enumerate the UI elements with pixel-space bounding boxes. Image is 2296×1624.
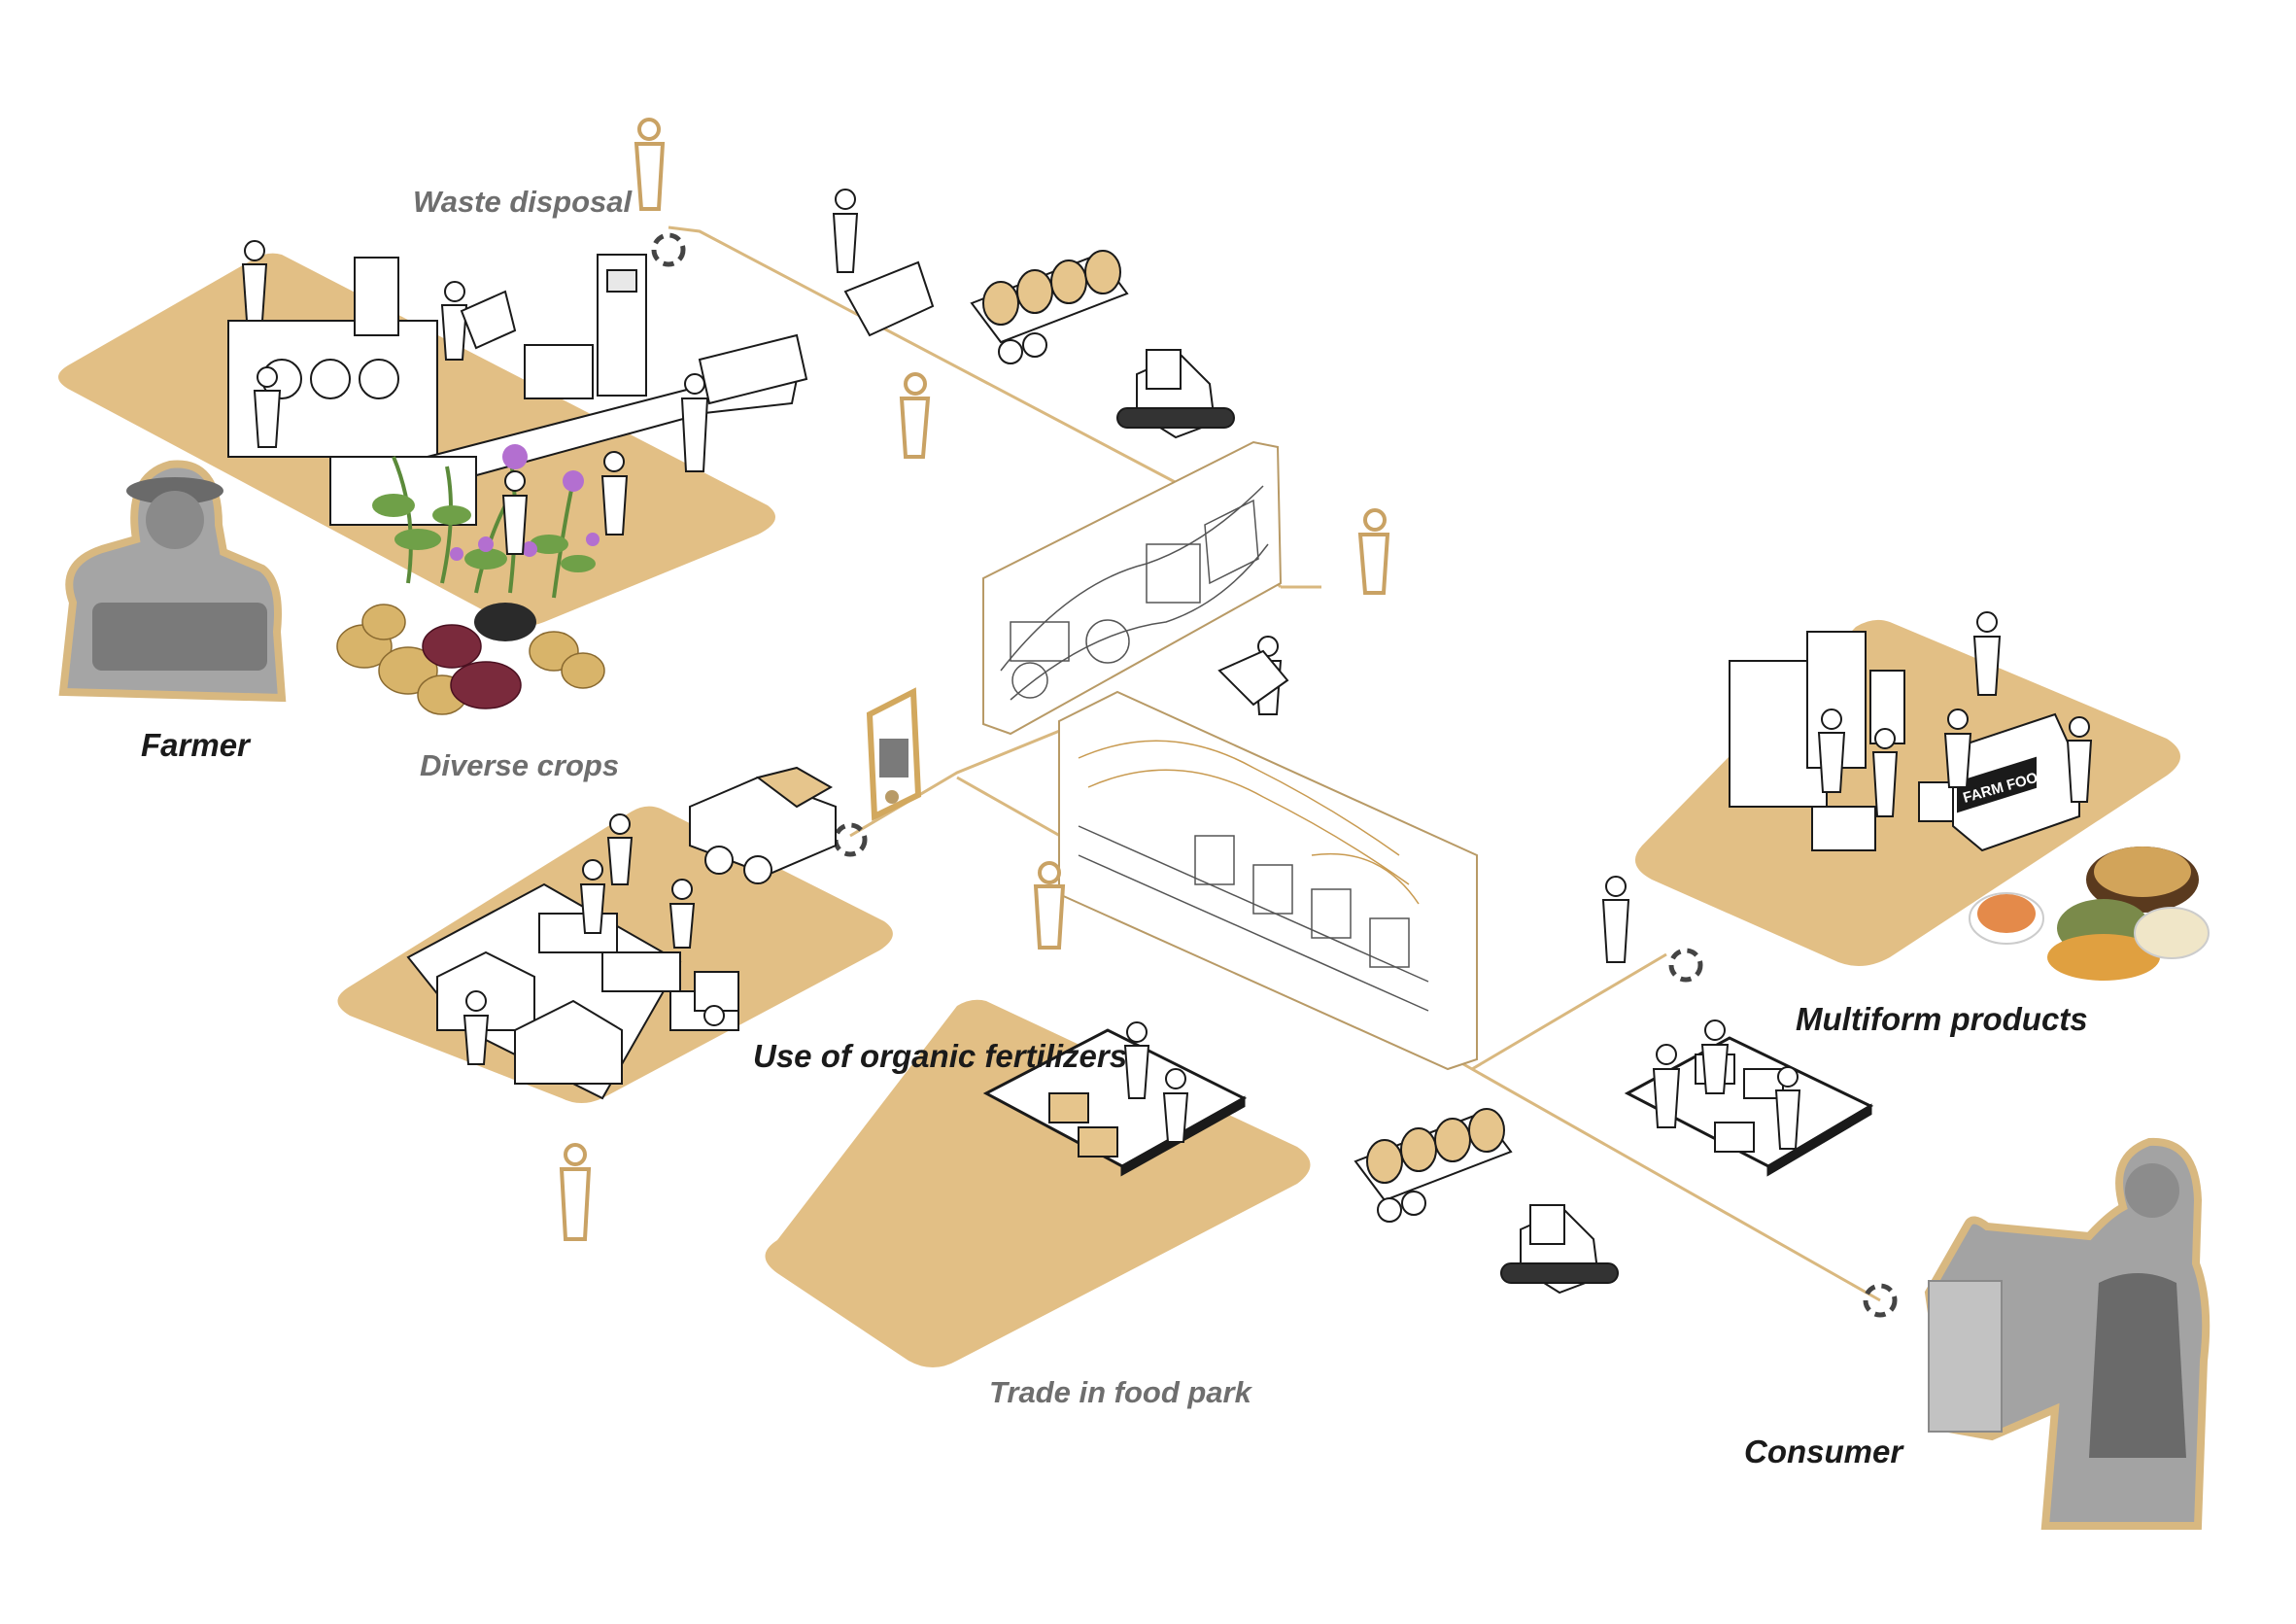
node-ring-icon: [651, 232, 686, 267]
barn-right: [514, 999, 623, 1085]
label-trade-food-park: Trade in food park: [989, 1375, 1251, 1409]
track: [1116, 407, 1235, 429]
tractor-icon: [1354, 1108, 1619, 1295]
info-panels: [982, 440, 1478, 1071]
machine-column: [354, 257, 399, 336]
tractor-icon: [970, 250, 1235, 439]
diverse-crops-illustration: [336, 444, 605, 715]
connector-market: [1471, 952, 1667, 1071]
info-panel-lower: [1058, 690, 1478, 1071]
machine-robot-arm: [524, 344, 594, 399]
label-waste-disposal: Waste disposal: [413, 185, 633, 219]
nodes: [651, 232, 1898, 1318]
farm-food-sign-panel: [1957, 756, 2037, 813]
waste-containers: [460, 260, 1289, 707]
person-silhouette-icon: [241, 189, 2093, 1150]
conveyor-rack: [698, 333, 808, 405]
label-diverse-crops: Diverse crops: [420, 748, 620, 782]
crop-bed: [538, 913, 618, 953]
person-silhouette-icon: [559, 118, 1390, 1241]
info-panel-upper: [982, 440, 1283, 736]
label-organic-fertilizers: Use of organic fertilizers: [753, 1038, 1128, 1074]
exchange-platform: [1624, 1036, 1874, 1177]
label-multiform-products: Multiform products: [1796, 1001, 2088, 1037]
connector-fertilizer: [849, 717, 1089, 838]
consumer-portrait: [1924, 1137, 2210, 1530]
platform-market: [1634, 619, 2180, 966]
cart: [1811, 806, 1876, 851]
market-illustration: FARM FOOD: [1729, 631, 2080, 852]
label-consumer: Consumer: [1744, 1434, 1903, 1469]
people: [241, 118, 2093, 1241]
label-farmer: Farmer: [141, 727, 250, 763]
fertilizer-bag-icon: [866, 687, 922, 821]
truck-icon: [689, 766, 837, 884]
tractor-small: [694, 971, 739, 1012]
track: [1500, 1262, 1619, 1284]
node-ring-icon: [1863, 1283, 1898, 1318]
organic-farm-illustration: [406, 882, 739, 1100]
node-ring-icon: [833, 822, 868, 857]
farmer-portrait: [58, 460, 287, 703]
barn-left: [436, 950, 535, 1031]
crop-bed: [601, 951, 681, 992]
node-ring-icon: [1668, 948, 1703, 983]
multiform-products-illustration: [1969, 847, 2210, 981]
